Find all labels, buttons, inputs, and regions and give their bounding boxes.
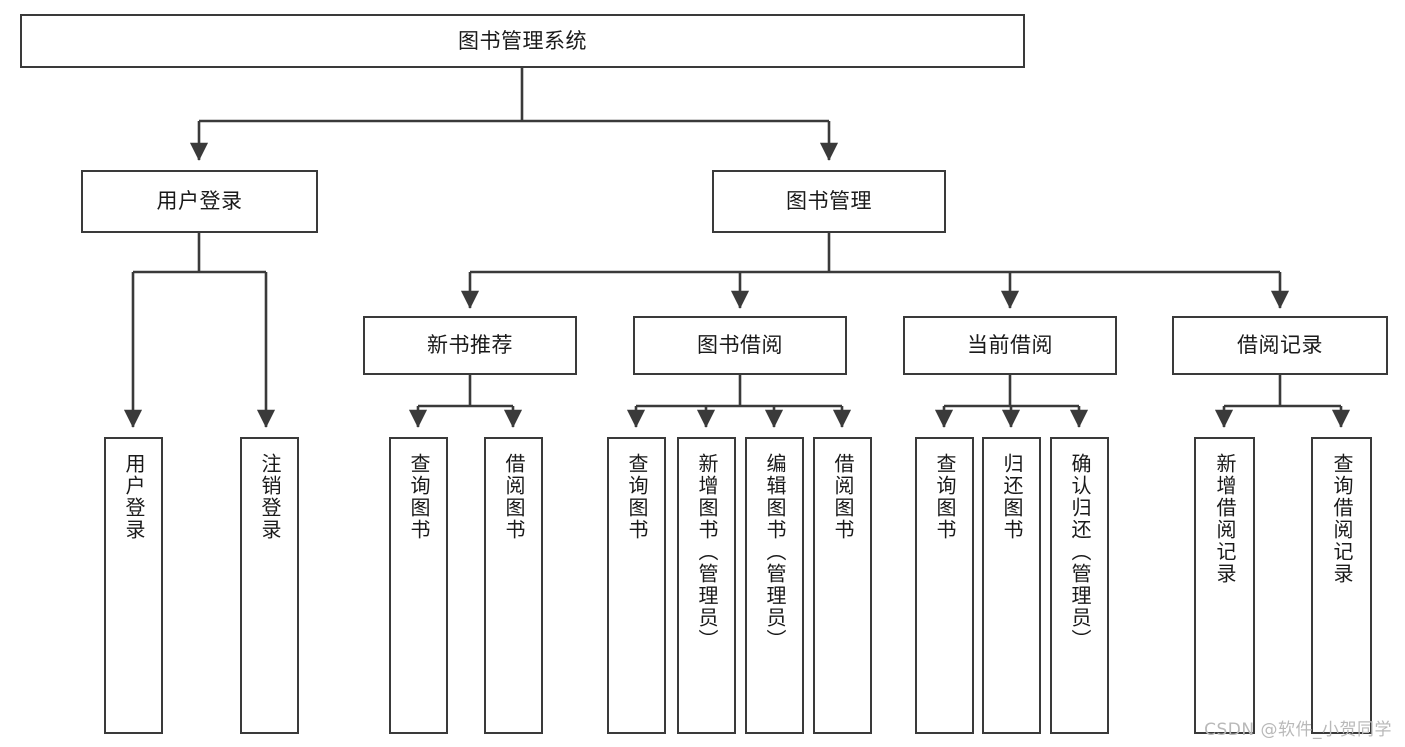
- node-user-login[interactable]: 用户登录: [81, 170, 318, 233]
- node-borrow-record[interactable]: 借阅记录: [1172, 316, 1388, 375]
- node-root[interactable]: 图书管理系统: [20, 14, 1025, 68]
- node-book-manage[interactable]: 图书管理: [712, 170, 946, 233]
- node-leaf-query-record-label: 查询借阅记录: [1330, 453, 1354, 585]
- node-leaf-borrow-book-2[interactable]: 借阅图书: [813, 437, 872, 734]
- node-leaf-query-book-3-label: 查询图书: [933, 453, 957, 541]
- node-leaf-add-record-label: 新增借阅记录: [1213, 453, 1237, 585]
- node-current-borrow[interactable]: 当前借阅: [903, 316, 1117, 375]
- node-leaf-query-book-2[interactable]: 查询图书: [607, 437, 666, 734]
- node-leaf-edit-book-label: 编辑图书（管理员）: [763, 453, 787, 651]
- node-leaf-query-book-1[interactable]: 查询图书: [389, 437, 448, 734]
- node-leaf-borrow-book-1-label: 借阅图书: [502, 453, 526, 541]
- node-leaf-borrow-book-2-label: 借阅图书: [831, 453, 855, 541]
- node-root-label: 图书管理系统: [458, 28, 587, 53]
- node-leaf-return-book-label: 归还图书: [1000, 453, 1024, 541]
- node-leaf-logout-login[interactable]: 注销登录: [240, 437, 299, 734]
- node-book-borrow-label: 图书借阅: [697, 333, 783, 358]
- node-borrow-record-label: 借阅记录: [1237, 333, 1323, 358]
- node-current-borrow-label: 当前借阅: [967, 333, 1053, 358]
- node-leaf-query-record[interactable]: 查询借阅记录: [1311, 437, 1372, 734]
- node-leaf-add-book-label: 新增图书（管理员）: [695, 453, 719, 651]
- node-leaf-user-login-label: 用户登录: [122, 453, 146, 541]
- node-leaf-query-book-1-label: 查询图书: [407, 453, 431, 541]
- node-leaf-confirm-return[interactable]: 确认归还（管理员）: [1050, 437, 1109, 734]
- node-leaf-query-book-3[interactable]: 查询图书: [915, 437, 974, 734]
- node-leaf-return-book[interactable]: 归还图书: [982, 437, 1041, 734]
- node-leaf-user-login[interactable]: 用户登录: [104, 437, 163, 734]
- node-leaf-add-book[interactable]: 新增图书（管理员）: [677, 437, 736, 734]
- watermark: CSDN @软件_小贺同学: [1204, 720, 1392, 740]
- node-leaf-borrow-book-1[interactable]: 借阅图书: [484, 437, 543, 734]
- node-leaf-add-record[interactable]: 新增借阅记录: [1194, 437, 1255, 734]
- node-leaf-confirm-return-label: 确认归还（管理员）: [1068, 453, 1092, 651]
- node-new-book-recommend[interactable]: 新书推荐: [363, 316, 577, 375]
- node-user-login-label: 用户登录: [156, 189, 243, 214]
- node-book-borrow[interactable]: 图书借阅: [633, 316, 847, 375]
- node-book-manage-label: 图书管理: [786, 189, 872, 214]
- node-leaf-edit-book[interactable]: 编辑图书（管理员）: [745, 437, 804, 734]
- node-leaf-logout-login-label: 注销登录: [258, 453, 282, 541]
- node-new-book-recommend-label: 新书推荐: [427, 333, 513, 358]
- node-leaf-query-book-2-label: 查询图书: [625, 453, 649, 541]
